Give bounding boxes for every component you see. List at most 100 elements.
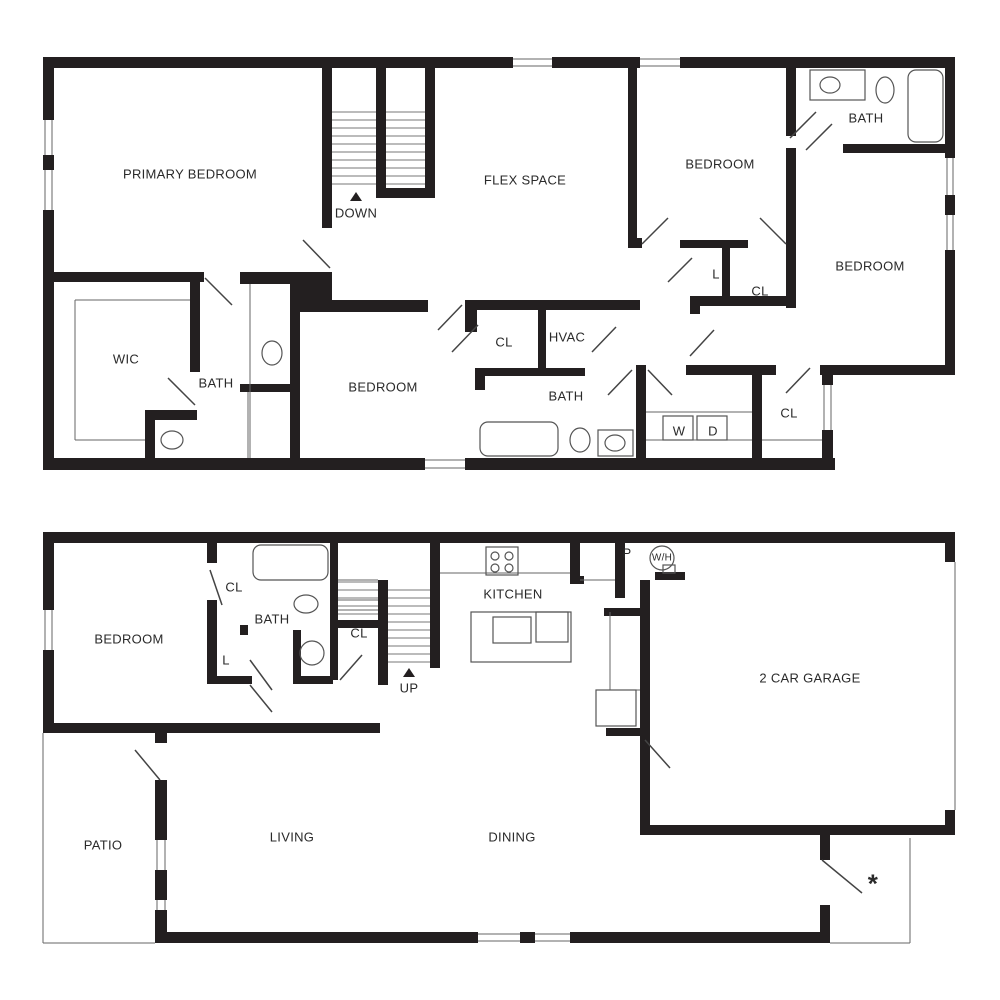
wall — [628, 238, 642, 248]
bathtub-icon — [479, 421, 559, 457]
wall — [822, 365, 833, 385]
wall — [430, 543, 440, 668]
room-label-closet-se: CL — [780, 405, 798, 421]
wall — [43, 57, 513, 68]
door-swing — [641, 217, 669, 245]
wall — [752, 365, 762, 460]
toilet-icon — [160, 430, 184, 450]
kitchen-sink-icon — [492, 616, 532, 644]
wall — [945, 810, 955, 835]
wall — [640, 580, 650, 835]
door-swing — [209, 569, 223, 606]
room-label-closet-ne: CL — [751, 283, 769, 299]
vanity-icon — [809, 69, 866, 101]
room-label-closet-center: CL — [495, 334, 513, 350]
room-label-bedroom-ne: BEDROOM — [685, 156, 755, 172]
vanity-icon — [597, 429, 634, 457]
wall — [207, 543, 217, 563]
washer-label: W — [672, 423, 686, 439]
room-label-pantry: P — [622, 545, 632, 561]
wall — [322, 68, 332, 228]
wall — [43, 458, 425, 470]
wall — [640, 595, 650, 625]
door-swing — [451, 324, 479, 353]
wall — [722, 240, 730, 302]
room-label-bedroom-center: BEDROOM — [348, 379, 418, 395]
door-swing — [821, 859, 863, 894]
wall — [570, 932, 830, 943]
wall — [690, 296, 700, 314]
wall — [945, 250, 955, 375]
door-swing — [785, 367, 811, 394]
wall — [155, 932, 478, 943]
wall — [207, 600, 217, 682]
wall — [628, 68, 637, 248]
wall — [155, 780, 167, 840]
wall — [465, 300, 640, 310]
wall — [43, 155, 54, 170]
wall — [240, 625, 248, 635]
wall — [477, 368, 585, 376]
room-label-closet-stair: CL — [350, 625, 368, 641]
wall — [43, 57, 54, 120]
door-swing — [437, 304, 463, 331]
door-swing — [339, 654, 363, 681]
room-label-bedroom-lower: BEDROOM — [94, 631, 164, 647]
room-label-bath-hall: BATH — [548, 388, 584, 404]
wall — [945, 195, 955, 215]
kitchen-island — [470, 611, 572, 663]
wall — [570, 576, 584, 584]
stair-arrow-up-icon — [403, 668, 415, 677]
door-swing — [805, 123, 833, 151]
room-label-kitchen: KITCHEN — [483, 586, 543, 602]
wall — [43, 650, 54, 733]
wall — [538, 300, 546, 370]
room-label-hvac: HVAC — [548, 329, 586, 345]
door-swing — [647, 369, 673, 396]
sink-icon — [261, 340, 283, 366]
toilet-icon — [875, 76, 895, 104]
door-swing — [789, 111, 817, 139]
dryer-icon — [696, 415, 728, 441]
bathtub-icon — [252, 544, 329, 581]
door-swing — [667, 257, 693, 283]
door-swing — [302, 239, 331, 269]
room-label-bath-lower: BATH — [254, 611, 290, 627]
toilet-icon — [569, 427, 591, 453]
wall — [376, 68, 386, 198]
wall — [606, 728, 646, 736]
wall — [290, 284, 300, 464]
wall — [636, 365, 646, 470]
refrigerator-icon — [595, 689, 637, 727]
wall — [820, 835, 830, 860]
wall — [338, 620, 382, 628]
door-swing — [249, 659, 273, 691]
burner-icon — [490, 563, 500, 573]
wall — [786, 68, 796, 136]
wall — [690, 296, 796, 306]
note-marker: * — [867, 868, 879, 899]
wall — [786, 68, 796, 78]
wall — [190, 272, 200, 372]
wall — [786, 148, 796, 308]
wall — [145, 410, 197, 420]
stove-icon — [485, 546, 519, 576]
stair-down-label: DOWN — [334, 205, 378, 221]
wall — [376, 188, 431, 198]
room-label-garage: 2 CAR GARAGE — [759, 670, 861, 686]
room-label-bedroom-e: BEDROOM — [835, 258, 905, 274]
wall — [43, 532, 54, 610]
dryer-label: D — [708, 423, 718, 439]
wall — [680, 240, 748, 248]
wall — [820, 905, 830, 943]
wall — [293, 630, 301, 680]
room-label-bath-ne: BATH — [848, 110, 884, 126]
wall — [54, 272, 204, 282]
stair-arrow-down-icon — [350, 192, 362, 201]
wall — [680, 57, 955, 68]
door-swing — [167, 377, 196, 406]
room-label-linen-lower: L — [222, 652, 230, 668]
wall — [640, 825, 955, 835]
water-heater-label: W/H — [651, 552, 673, 564]
